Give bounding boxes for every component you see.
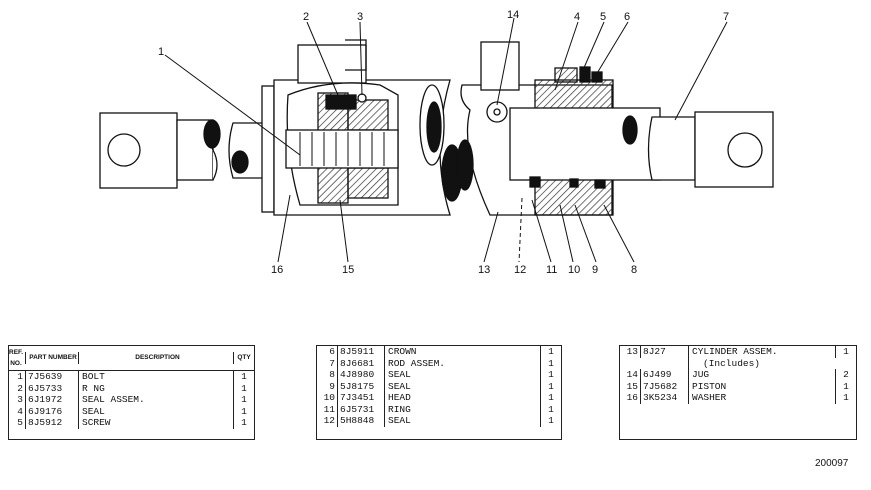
callout-11: 11 xyxy=(546,264,557,276)
callout-4: 4 xyxy=(574,11,580,23)
callout-12: 12 xyxy=(514,264,526,276)
header-qty: QTY xyxy=(233,352,254,364)
callout-14: 14 xyxy=(507,9,519,21)
callout-7: 7 xyxy=(723,11,729,23)
table-header: REF. NO. PART NUMBER DESCRIPTION QTY xyxy=(9,346,254,371)
table-row: 12 5H8848 SEAL 1 xyxy=(317,415,561,427)
callout-9: 9 xyxy=(592,264,598,276)
right-rod-eye xyxy=(647,111,774,188)
figure-number: 200097 xyxy=(815,458,849,469)
table-row: 13 8J27 CYLINDER ASSEM. 1 xyxy=(620,346,856,358)
callout-3: 3 xyxy=(357,11,363,23)
right-barrel xyxy=(456,41,665,216)
callout-numbers: 1 2 3 14 4 5 6 7 16 15 13 12 11 10 9 8 xyxy=(158,9,729,276)
parts-table-2: 6 8J5911 CROWN 1 7 8J6681 ROD ASSEM. 1 8… xyxy=(316,345,562,440)
table-row: 11 6J5731 RING 1 xyxy=(317,403,561,415)
table-row: 10 7J3451 HEAD 1 xyxy=(317,392,561,404)
table-row: 2 6J5733 R NG 1 xyxy=(9,382,254,394)
table-row: 16 3K5234 WASHER 1 xyxy=(620,392,856,404)
table-row: 4 6J9176 SEAL 1 xyxy=(9,405,254,417)
table-row: 5 8J5912 SCREW 1 xyxy=(9,417,254,429)
callout-2: 2 xyxy=(303,11,309,23)
parts-table-3: 13 8J27 CYLINDER ASSEM. 1 (Includes) 14 … xyxy=(619,345,857,440)
left-rod-eye xyxy=(99,112,276,189)
hydraulic-cylinder-diagram: 1 2 3 14 4 5 6 7 16 15 13 12 11 10 9 8 xyxy=(99,9,774,276)
header-part: PART NUMBER xyxy=(25,352,78,364)
callout-1: 1 xyxy=(158,46,164,58)
table-row: 7 8J6681 ROD ASSEM. 1 xyxy=(317,357,561,369)
table-row: 8 4J8980 SEAL 1 xyxy=(317,369,561,381)
callout-6: 6 xyxy=(624,11,630,23)
callout-13: 13 xyxy=(478,264,490,276)
table-row: 1 7J5639 BOLT 1 xyxy=(9,371,254,383)
table-row: 14 6J499 JUG 2 xyxy=(620,369,856,381)
callout-10: 10 xyxy=(568,264,580,276)
header-ref: REF. NO. xyxy=(9,348,24,368)
header-description: DESCRIPTION xyxy=(78,352,233,364)
callout-16: 16 xyxy=(271,264,283,276)
table-row: 6 8J5911 CROWN 1 xyxy=(317,346,561,358)
table-row: (Includes) xyxy=(620,357,856,369)
leader-lines xyxy=(164,17,728,263)
table-row: 3 6J1972 SEAL ASSEM. 1 xyxy=(9,394,254,406)
callout-8: 8 xyxy=(631,264,637,276)
callout-15: 15 xyxy=(342,264,354,276)
table-row: 15 7J5682 PISTON 1 xyxy=(620,380,856,392)
callout-5: 5 xyxy=(600,11,606,23)
table-row: 9 5J8175 SEAL 1 xyxy=(317,380,561,392)
left-barrel xyxy=(261,39,463,216)
parts-table-1: REF. NO. PART NUMBER DESCRIPTION QTY 1 7… xyxy=(8,345,255,440)
